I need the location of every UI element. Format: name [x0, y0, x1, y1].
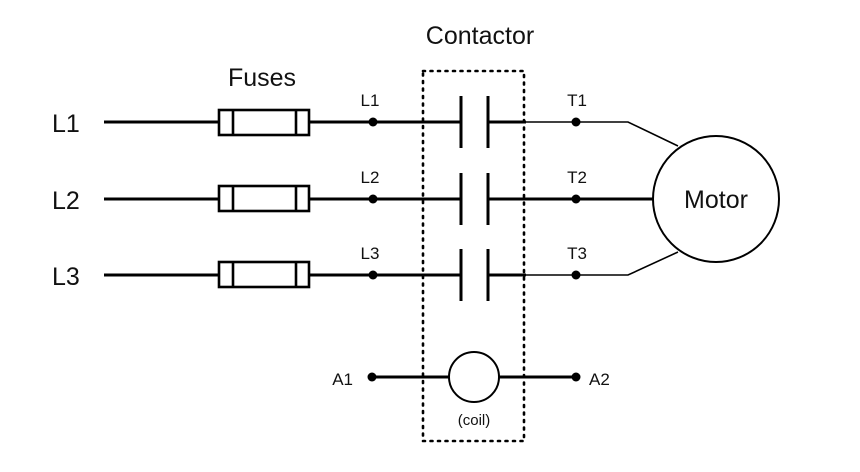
motor-wire-t3 — [524, 251, 679, 276]
fuse-l1 — [217, 108, 311, 137]
terminal-dot-l3 — [368, 270, 378, 280]
terminal-dot-l2 — [368, 194, 378, 204]
terminal-dot-l1 — [368, 117, 378, 127]
fuse-l2 — [217, 184, 311, 213]
terminal-dot-t3 — [571, 270, 581, 280]
supply-label-l1: L1 — [52, 110, 80, 138]
phase-line-3: L3 L3 T3 — [52, 244, 679, 301]
terminal-label-t1: T1 — [567, 91, 587, 110]
coil-circle — [448, 351, 500, 403]
terminal-label-l2: L2 — [361, 168, 380, 187]
coil-circuit: A1 A2 (coil) — [332, 351, 610, 429]
coil-terminal-label-a2: A2 — [589, 370, 610, 389]
terminal-label-t2: T2 — [567, 168, 587, 187]
terminal-dot-t1 — [571, 117, 581, 127]
terminal-dot-t2 — [571, 194, 581, 204]
coil-terminal-dot-a2 — [571, 372, 581, 382]
terminal-label-t3: T3 — [567, 244, 587, 263]
motor: Motor — [652, 135, 780, 263]
motor-wire-t1 — [524, 121, 679, 147]
phase-line-2: L2 L2 T2 — [52, 168, 653, 225]
supply-label-l3: L3 — [52, 263, 80, 291]
motor-label: Motor — [684, 186, 748, 214]
terminal-label-l1: L1 — [361, 91, 380, 110]
supply-label-l2: L2 — [52, 187, 80, 215]
fuses-title: Fuses — [228, 64, 296, 92]
coil-label: (coil) — [458, 412, 491, 429]
motor-circle — [652, 135, 780, 263]
contactor-enclosure — [421, 69, 526, 443]
phase-line-1: L1 L1 T1 — [52, 91, 679, 148]
terminal-label-l3: L3 — [361, 244, 380, 263]
fuse-l3 — [217, 260, 311, 289]
contactor-title: Contactor — [426, 22, 534, 50]
coil-terminal-label-a1: A1 — [332, 370, 353, 389]
